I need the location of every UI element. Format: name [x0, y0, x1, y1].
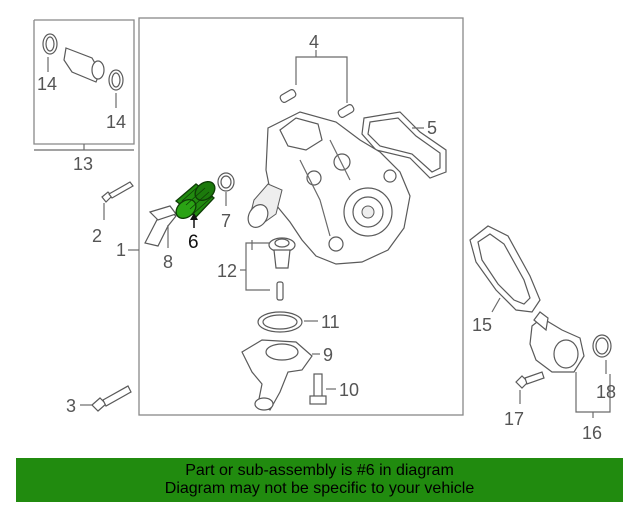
callout-2: 2	[92, 226, 102, 246]
banner-line-1: Part or sub-assembly is #6 in diagram	[185, 462, 454, 479]
callout-10: 10	[339, 380, 359, 400]
callout-6: 6	[188, 232, 199, 253]
part-16-housing	[529, 311, 585, 373]
banner-line-2: Diagram may not be specific to your vehi…	[164, 480, 475, 497]
callout-18: 18	[596, 382, 616, 402]
callout-5: 5	[427, 118, 437, 138]
callout-7: 7	[221, 211, 231, 231]
parts-diagram: 1 2 3 4 5 6 7 8 9 10 11 12 13 14 14 15 1…	[33, 17, 616, 443]
callout-17: 17	[504, 409, 524, 429]
part-9-outlet	[241, 339, 313, 411]
callout-8: 8	[163, 252, 173, 272]
part-10-bolt	[309, 373, 327, 405]
part-12-thermostat	[268, 237, 296, 301]
part-5-gasket	[361, 111, 447, 179]
part-17-bolt	[515, 371, 545, 389]
callout-15: 15	[472, 315, 492, 335]
part-7-oring	[217, 172, 235, 192]
callout-14-top: 14	[37, 74, 57, 94]
part-8-bracket	[144, 205, 177, 247]
callout-14-bottom: 14	[106, 112, 126, 132]
callout-13: 13	[73, 154, 93, 174]
part-4-pins	[279, 89, 355, 118]
callout-3: 3	[66, 396, 76, 416]
part-6-highlighted	[174, 180, 216, 220]
part-3-bolt	[91, 385, 132, 412]
highlight-banner: Part or sub-assembly is #6 in diagram Di…	[16, 458, 623, 502]
part-2-bolt	[101, 181, 134, 203]
callout-16: 16	[582, 423, 602, 443]
callout-12: 12	[217, 261, 237, 281]
part-15-belt	[469, 225, 541, 313]
callout-4: 4	[309, 32, 319, 52]
part-18-oring	[592, 334, 612, 358]
water-pump-housing	[247, 111, 411, 265]
part-14-tube	[42, 33, 124, 91]
callout-11: 11	[321, 312, 340, 332]
main-assembly-frame	[138, 17, 464, 416]
kit-13-frame	[33, 19, 135, 145]
callout-9: 9	[323, 345, 333, 365]
callout-1: 1	[116, 240, 126, 260]
part-11-oring	[257, 311, 303, 333]
